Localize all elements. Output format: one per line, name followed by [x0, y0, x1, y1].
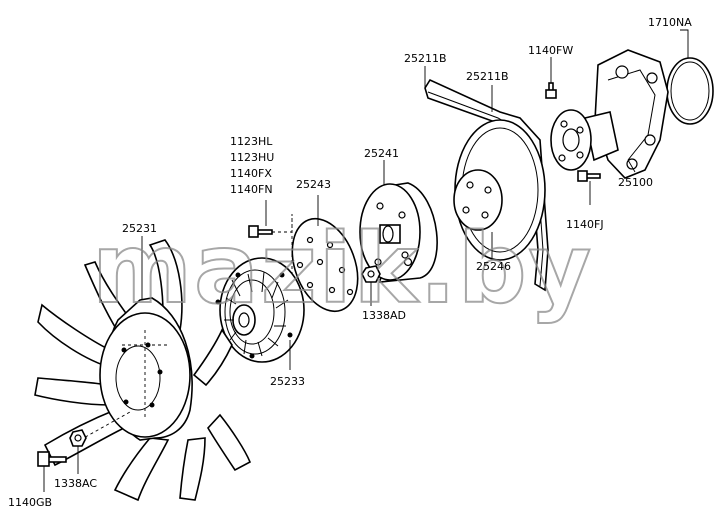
dashed-guide — [272, 214, 293, 300]
label-25243: 25243 — [296, 178, 331, 191]
label-1123HL: 1123HL — [230, 135, 273, 148]
cooling-fan[interactable] — [34, 239, 252, 502]
fan-clutch[interactable] — [215, 257, 305, 363]
bolt-1123HL[interactable] — [248, 225, 273, 238]
label-25241: 25241 — [364, 147, 399, 160]
label-1338AD: 1338AD — [362, 309, 406, 322]
label-1140FW: 1140FW — [528, 44, 573, 57]
label-1338AC: 1338AC — [54, 477, 97, 490]
pulley[interactable] — [453, 119, 546, 261]
water-pump[interactable] — [550, 49, 669, 179]
nut-1338AD[interactable] — [361, 265, 381, 283]
label-1123HU: 1123HU — [230, 151, 274, 164]
bolt-1140GB[interactable] — [37, 451, 67, 467]
nut-1338AC[interactable] — [69, 429, 87, 447]
label-25233: 25233 — [270, 375, 305, 388]
bolt-1140FW[interactable] — [545, 82, 557, 99]
label-25231: 25231 — [122, 222, 157, 235]
spacer-hub[interactable] — [359, 182, 438, 283]
label-25100: 25100 — [618, 176, 653, 189]
watermark-text: mazik.by — [92, 213, 593, 325]
gasket-ring[interactable] — [666, 57, 714, 125]
bolt-1140FJ[interactable] — [577, 170, 601, 182]
fan-plate[interactable] — [280, 210, 369, 321]
label-25246: 25246 — [476, 260, 511, 273]
label-25211B-b: 25211B — [466, 70, 509, 83]
label-1140FN: 1140FN — [230, 183, 273, 196]
label-1710NA: 1710NA — [648, 16, 692, 29]
label-25211B-a: 25211B — [404, 52, 447, 65]
label-1140GB: 1140GB — [8, 496, 52, 509]
leader-1710NA — [680, 29, 689, 58]
label-1140FJ: 1140FJ — [566, 218, 604, 231]
label-1140FX: 1140FX — [230, 167, 272, 180]
leader-25100 — [627, 159, 636, 173]
